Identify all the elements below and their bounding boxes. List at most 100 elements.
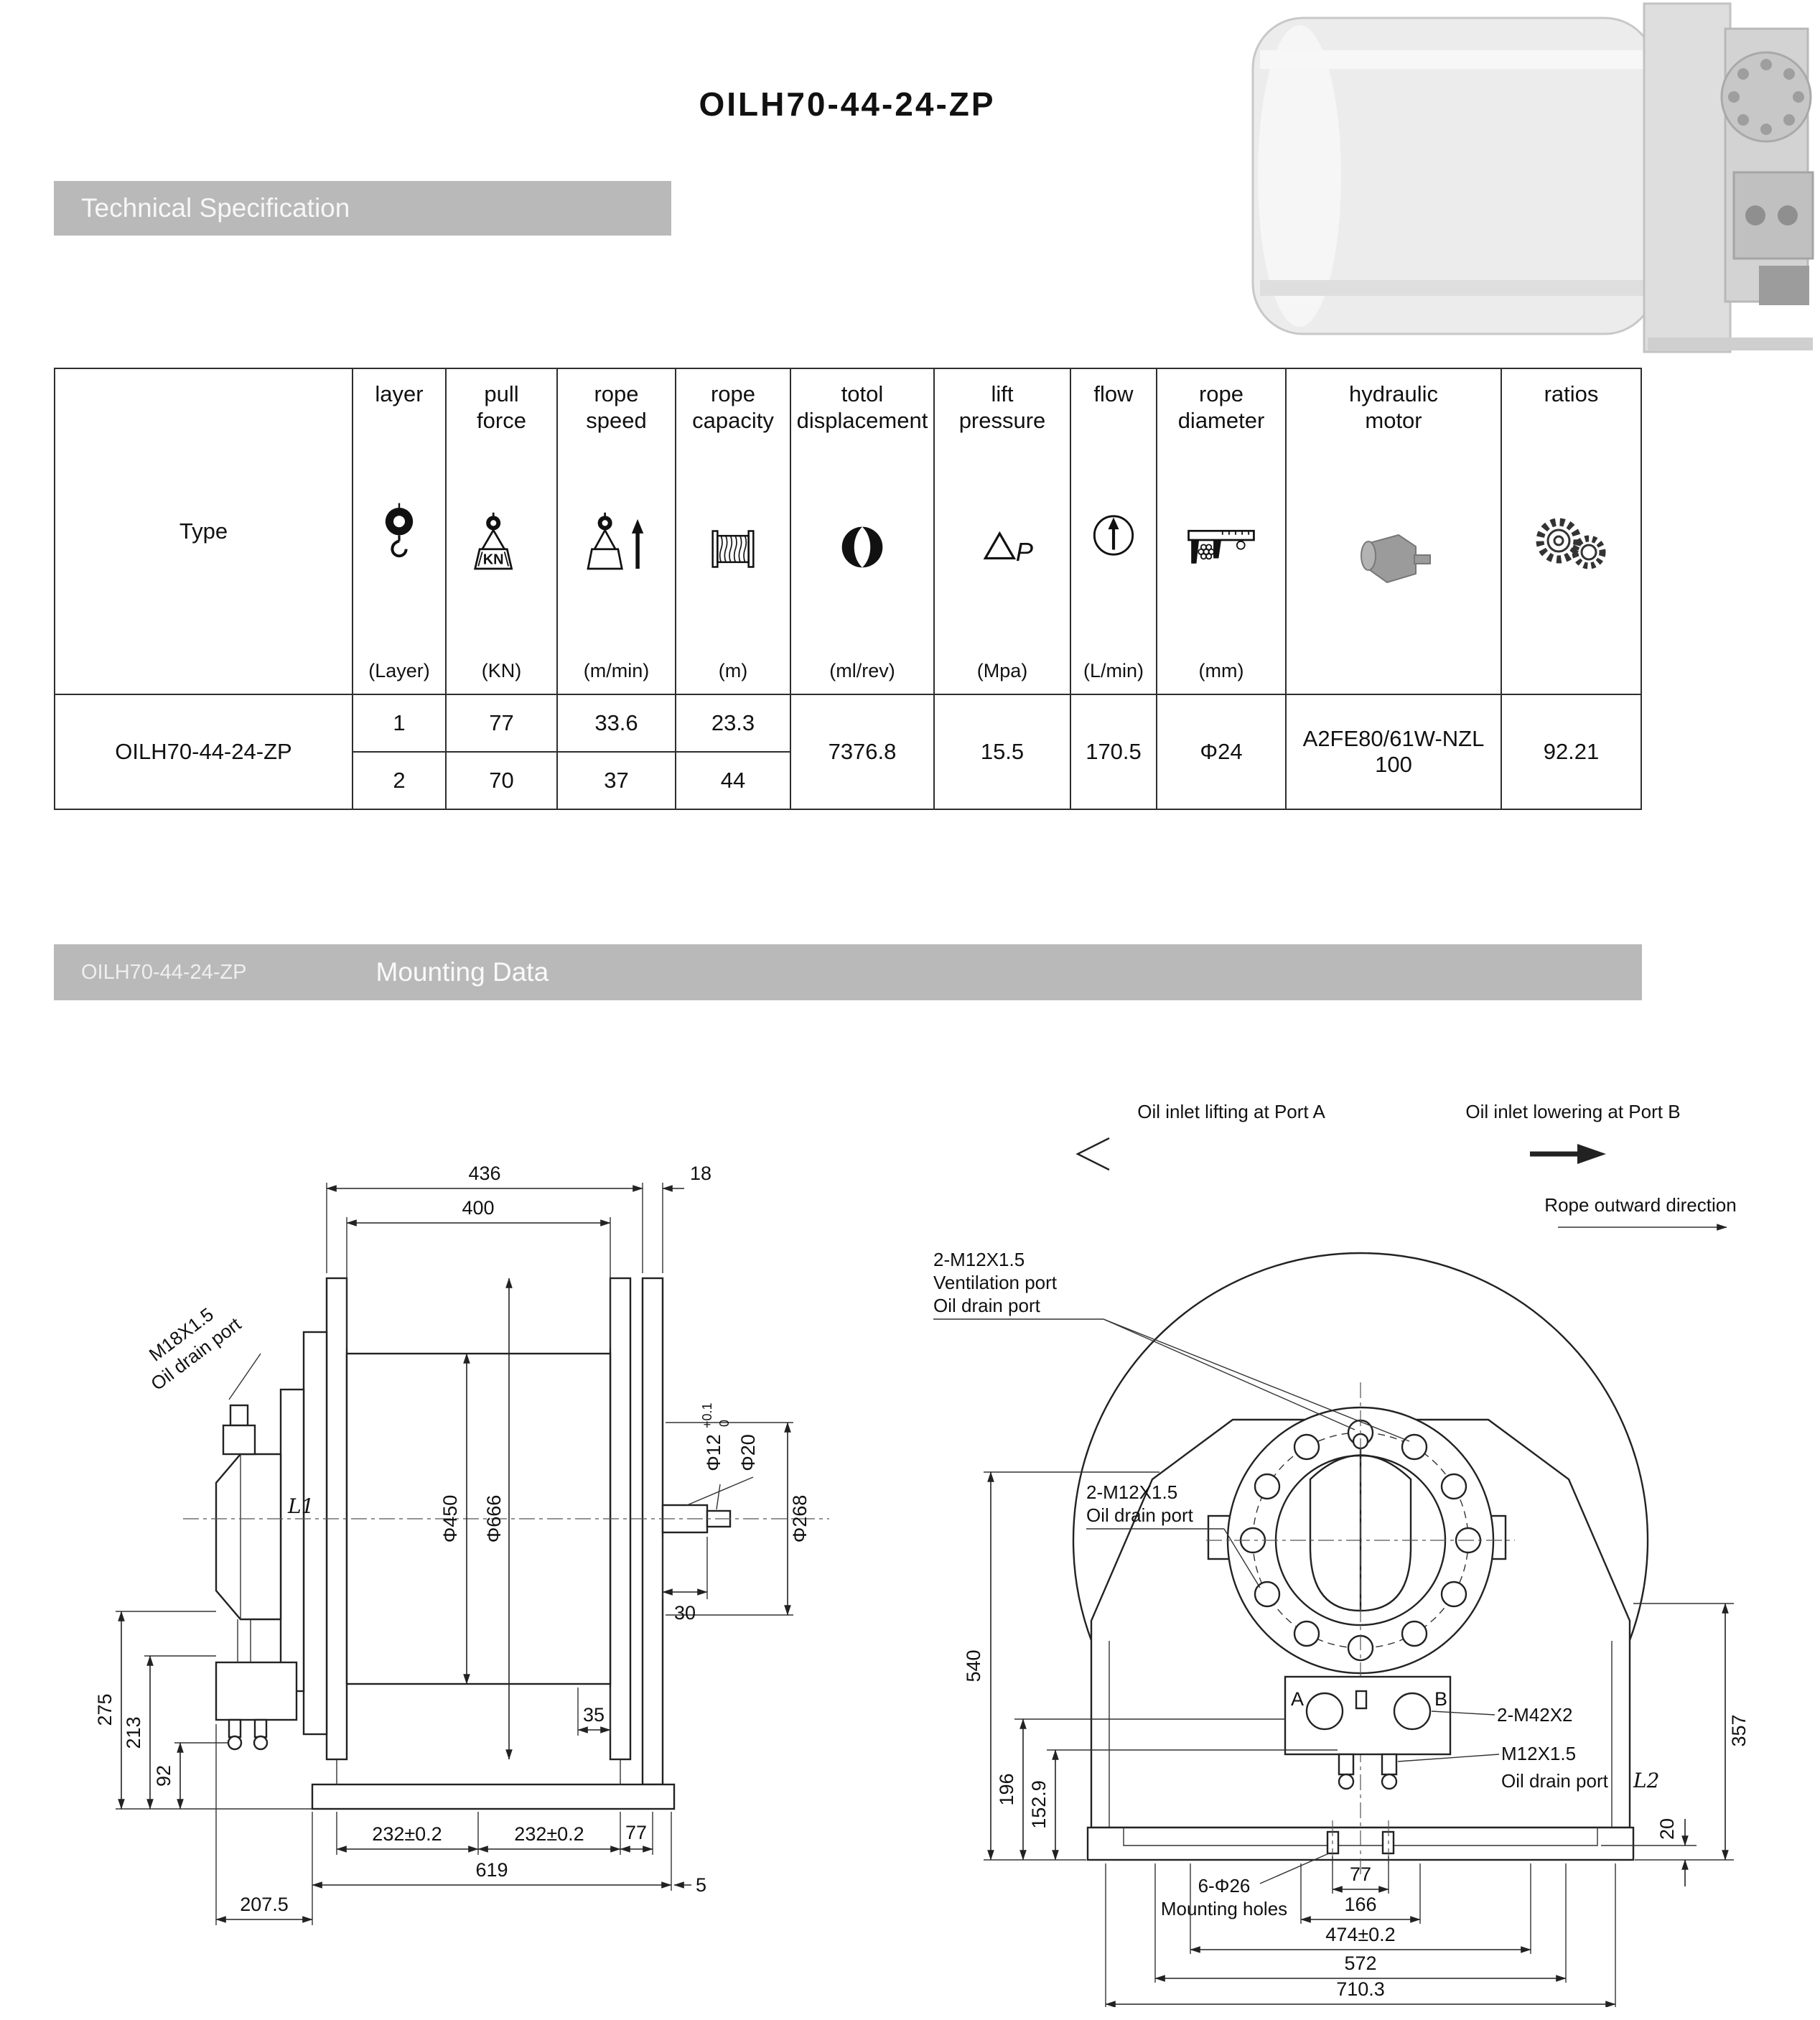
col-hydraulic-motor-label: hydraulic motor (1348, 381, 1439, 434)
flow-icon (1078, 407, 1149, 660)
col-header-layer: layer (Layer) (352, 368, 447, 695)
side-view-drawing: 436 18 400 Φ450 Φ666 Φ268 Φ12 +0.1 0 Φ20… (94, 1163, 829, 1925)
dim-710-3: 710.3 (1336, 1978, 1385, 2000)
section-banner-technical-specification: Technical Specification (54, 181, 671, 236)
dim-20: 20 (1656, 1818, 1678, 1840)
dim-5: 5 (696, 1874, 706, 1896)
dim-275: 275 (94, 1693, 116, 1726)
col-rope-speed-unit: (m/min) (583, 660, 650, 681)
layer-icon (365, 407, 434, 660)
col-pull-force-unit: (KN) (481, 660, 522, 681)
dim-92: 92 (153, 1765, 174, 1787)
col-header-rope-speed: rope speed (m/min) (556, 368, 676, 695)
col-type-label: Type (179, 518, 228, 544)
col-displacement-unit: (ml/rev) (829, 660, 895, 681)
col-flow-unit: (L/min) (1083, 660, 1144, 681)
annotation-oil-inlet-lifting: Oil inlet lifting at Port A (1137, 1101, 1325, 1122)
col-lift-pressure-unit: (Mpa) (976, 660, 1028, 681)
mounting-model-label: OILH70-44-24-ZP (81, 960, 247, 984)
dim-d268: Φ268 (789, 1495, 811, 1543)
dim-207: 207.5 (240, 1894, 289, 1915)
dim-d20: Φ20 (737, 1434, 759, 1471)
callout-drain-oil-drain-port: Oil drain port (1086, 1504, 1194, 1526)
dim-436: 436 (468, 1163, 500, 1184)
dim-30: 30 (674, 1602, 696, 1624)
callout-m42-thread: 2-M42X2 (1497, 1704, 1573, 1726)
callout-mounting-holes: Mounting holes (1161, 1898, 1287, 1919)
dim-357: 357 (1728, 1714, 1750, 1746)
rope-speed-icon (577, 434, 656, 660)
label-l1: L1 (287, 1494, 314, 1518)
col-displacement-label: totol displacement (796, 381, 928, 434)
callout-ventilation-port: Ventilation port (933, 1272, 1058, 1293)
dp-icon-text: P (1016, 537, 1034, 567)
mounting-data-title: Mounting Data (375, 957, 549, 987)
cell-hydraulic-motor: A2FE80/61W-NZL 100 (1285, 694, 1502, 810)
callout-vent-oil-drain-port: Oil drain port (933, 1295, 1041, 1316)
product-photo (1251, 2, 1814, 353)
label-port-b: B (1434, 1688, 1447, 1710)
col-rope-diameter-unit: (mm) (1198, 660, 1244, 681)
cell-pull-force-2: 70 (445, 751, 558, 810)
photo-drum-highlight (1258, 25, 1341, 327)
section-banner-mounting-data: OILH70-44-24-ZP Mounting Data (54, 944, 1642, 1000)
dim-400: 400 (462, 1197, 494, 1219)
dim-540: 540 (963, 1649, 984, 1682)
displacement-icon (826, 434, 898, 660)
pull-force-icon: KN (462, 434, 541, 660)
lift-pressure-icon: P (963, 434, 1042, 660)
col-flow-label: flow (1093, 381, 1134, 406)
dim-213: 213 (123, 1716, 144, 1749)
col-layer-label: layer (375, 381, 424, 406)
col-header-type: Type (54, 368, 353, 695)
callout-hole-size: 6-Φ26 (1198, 1875, 1251, 1896)
ratios-gears-icon (1529, 407, 1615, 682)
dim-d12-tol-dn: 0 (717, 1420, 732, 1427)
col-header-hydraulic-motor: hydraulic motor (1285, 368, 1502, 695)
cell-rope-capacity-1: 23.3 (675, 694, 791, 753)
front-view-drawing: A B Oil inlet lifting at Port A Oil inle… (933, 1101, 1750, 2007)
dim-619: 619 (475, 1859, 508, 1881)
col-header-rope-capacity: rope capacity (675, 368, 791, 695)
label-l2: L2 (1633, 1769, 1659, 1792)
photo-shadow-line (1260, 280, 1648, 296)
callout-vent-thread: 2-M12X1.5 (933, 1249, 1025, 1270)
cell-layer-2: 2 (352, 751, 447, 810)
photo-fitting (1759, 266, 1809, 305)
dim-d450: Φ450 (439, 1495, 461, 1543)
callout-drain-thread: 2-M12X1.5 (1086, 1481, 1177, 1503)
dim-166: 166 (1344, 1894, 1376, 1915)
cell-ratios: 92.21 (1501, 694, 1642, 810)
dim-474: 474±0.2 (1325, 1924, 1395, 1945)
cell-layer-1: 1 (352, 694, 447, 753)
hydraulic-motor-icon (1347, 434, 1440, 682)
photo-base-shadow (1648, 338, 1813, 350)
dim-d666: Φ666 (483, 1495, 505, 1543)
col-rope-diameter-label: rope diameter (1177, 381, 1265, 434)
dim-572: 572 (1344, 1952, 1376, 1974)
annotation-oil-inlet-lowering: Oil inlet lowering at Port B (1465, 1101, 1680, 1122)
page-title: OILH70-44-24-ZP (699, 85, 996, 123)
col-header-displacement: totol displacement (ml/rev) (790, 368, 935, 695)
cell-pull-force-1: 77 (445, 694, 558, 753)
callout-m12-thread: M12X1.5 (1501, 1743, 1576, 1764)
dim-152-9: 152.9 (1028, 1780, 1050, 1829)
photo-port-2 (1778, 205, 1798, 225)
dim-18: 18 (690, 1163, 711, 1184)
annotation-rope-outward-direction: Rope outward direction (1544, 1194, 1736, 1216)
dim-77: 77 (625, 1822, 647, 1843)
label-port-a: A (1291, 1688, 1304, 1710)
cell-rope-diameter: Φ24 (1156, 694, 1287, 810)
photo-bolt-heads (1728, 59, 1804, 135)
spec-table: Type layer (Layer) (54, 368, 1642, 810)
col-layer-unit: (Layer) (368, 660, 430, 681)
table-row: 2 70 37 44 (55, 751, 1641, 810)
cell-rope-speed-1: 33.6 (556, 694, 676, 753)
cell-flow: 170.5 (1070, 694, 1157, 810)
cell-type: OILH70-44-24-ZP (54, 694, 353, 810)
col-header-lift-pressure: lift pressure P (Mpa) (933, 368, 1071, 695)
col-lift-pressure-label: lift pressure (958, 381, 1046, 434)
dim-232-a: 232±0.2 (372, 1823, 442, 1845)
dim-196: 196 (996, 1773, 1017, 1805)
